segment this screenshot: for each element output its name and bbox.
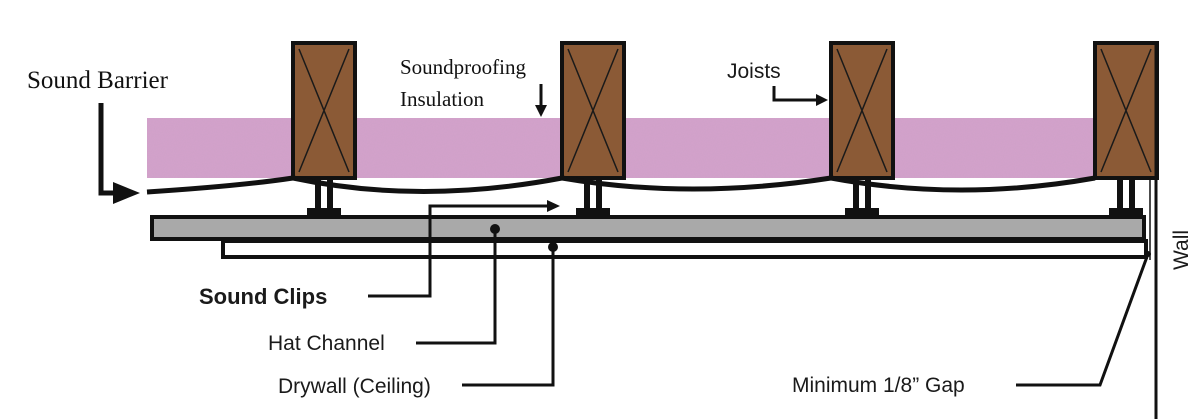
sound-clip-3 [845,178,879,218]
hat-channel-label: Hat Channel [268,332,385,355]
drywall-label: Drywall (Ceiling) [278,375,431,398]
sound-clips-leader [368,200,560,298]
min-gap-label: Minimum 1/8” Gap [792,374,965,397]
soundproofing-label-line2: Insulation [400,87,484,111]
joists-label: Joists [727,60,781,83]
joist-2 [560,41,626,180]
sound-barrier-label: Sound Barrier [27,67,169,94]
min-gap-leader [1016,251,1151,387]
soundproofing-label-line1: Soundproofing [400,55,527,79]
sound-clip-1 [307,178,341,218]
drywall-leader [462,242,558,387]
hat-channel-bar [150,215,1146,241]
soundproofing-arrow [535,84,547,117]
sound-clips-label: Sound Clips [199,284,327,309]
sound-clip-2 [576,178,610,218]
joist-group [291,41,1159,180]
joist-3 [829,41,895,180]
hat-channel-leader [416,224,500,345]
drywall-ceiling-panel [221,239,1148,259]
joist-4 [1093,41,1159,180]
wall-label: Wall [1170,230,1193,270]
sound-clips [307,178,1143,218]
sound-barrier-membrane [146,175,1096,195]
joist-1 [291,41,357,180]
joists-arrow [772,86,828,106]
sound-barrier-arrow [98,103,140,204]
sound-clip-4 [1109,178,1143,218]
